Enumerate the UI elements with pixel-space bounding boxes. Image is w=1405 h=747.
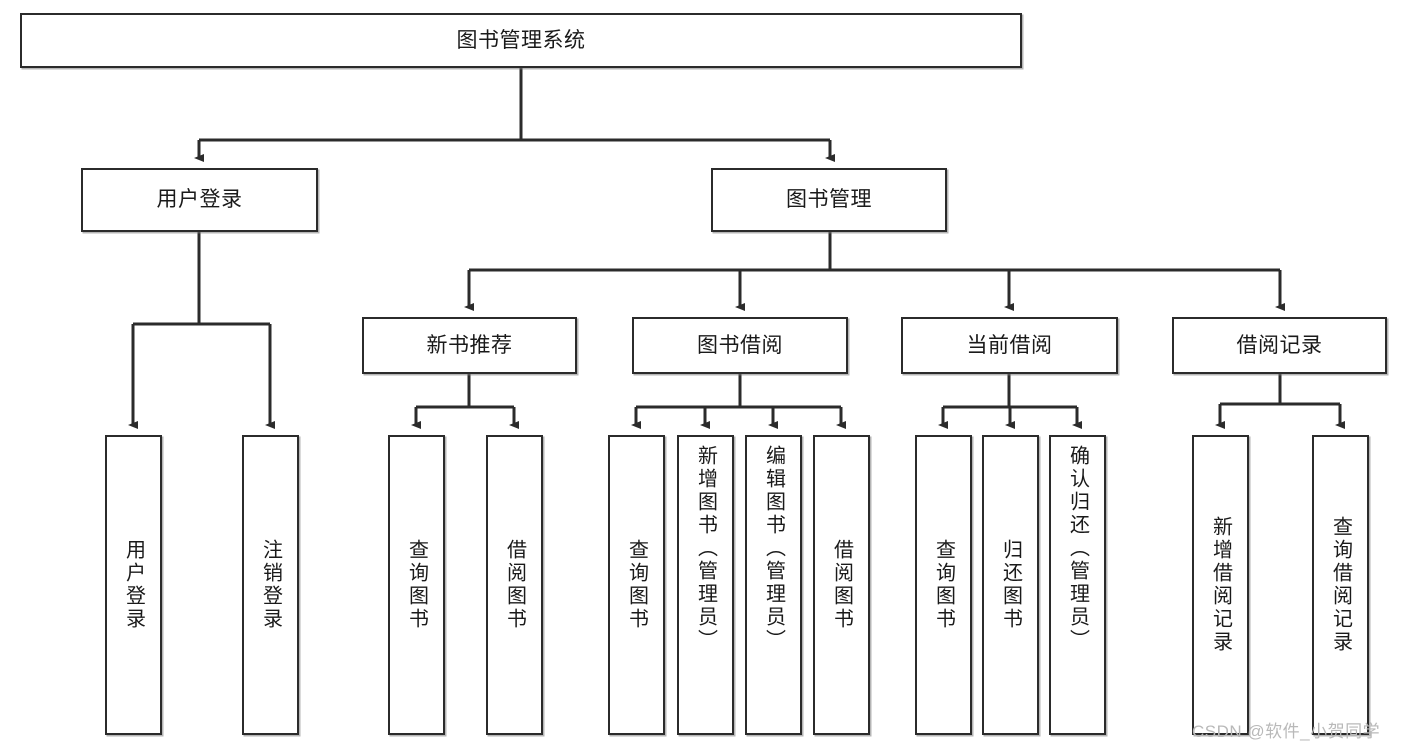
node-leaf-add-record[interactable]: 新增借阅记录 xyxy=(1192,435,1249,735)
node-book-management[interactable]: 图书管理 xyxy=(711,168,947,232)
node-leaf-edit-book[interactable]: 编辑图书（管理员） xyxy=(745,435,802,735)
node-leaf-confirm-return-label: 确认归还（管理员） xyxy=(1066,445,1089,652)
node-leaf-add-book-label: 新增图书（管理员） xyxy=(694,445,717,652)
node-borrow-record[interactable]: 借阅记录 xyxy=(1172,317,1387,374)
node-leaf-logout-label: 注销登录 xyxy=(259,539,282,631)
node-leaf-query-book-3-label: 查询图书 xyxy=(932,539,955,631)
node-borrow-record-label: 借阅记录 xyxy=(1236,333,1323,357)
node-leaf-logout[interactable]: 注销登录 xyxy=(242,435,299,735)
node-leaf-query-book-2-label: 查询图书 xyxy=(625,539,648,631)
node-user-login[interactable]: 用户登录 xyxy=(81,168,318,232)
node-leaf-query-book-2[interactable]: 查询图书 xyxy=(608,435,665,735)
node-user-login-label: 用户登录 xyxy=(156,188,243,212)
node-leaf-query-record[interactable]: 查询借阅记录 xyxy=(1312,435,1369,735)
node-leaf-user-login-label: 用户登录 xyxy=(122,539,145,631)
node-new-book-recommend-label: 新书推荐 xyxy=(426,333,513,357)
node-book-management-label: 图书管理 xyxy=(786,188,872,212)
node-current-borrow-label: 当前借阅 xyxy=(966,333,1053,357)
node-leaf-return-book[interactable]: 归还图书 xyxy=(982,435,1039,735)
node-leaf-query-record-label: 查询借阅记录 xyxy=(1329,516,1352,654)
node-book-borrow-label: 图书借阅 xyxy=(697,333,783,357)
node-root-label: 图书管理系统 xyxy=(456,28,586,52)
node-root[interactable]: 图书管理系统 xyxy=(20,13,1022,68)
node-leaf-borrow-book-1[interactable]: 借阅图书 xyxy=(486,435,543,735)
node-leaf-user-login[interactable]: 用户登录 xyxy=(105,435,162,735)
node-book-borrow[interactable]: 图书借阅 xyxy=(632,317,848,374)
csdn-watermark: CSDN @软件_小贺同学 xyxy=(1192,722,1381,741)
node-current-borrow[interactable]: 当前借阅 xyxy=(901,317,1118,374)
node-leaf-return-book-label: 归还图书 xyxy=(999,539,1022,631)
node-leaf-add-book[interactable]: 新增图书（管理员） xyxy=(677,435,734,735)
node-new-book-recommend[interactable]: 新书推荐 xyxy=(362,317,577,374)
node-leaf-borrow-book-2[interactable]: 借阅图书 xyxy=(813,435,870,735)
node-leaf-edit-book-label: 编辑图书（管理员） xyxy=(762,445,785,652)
node-leaf-confirm-return[interactable]: 确认归还（管理员） xyxy=(1049,435,1106,735)
node-leaf-borrow-book-1-label: 借阅图书 xyxy=(503,539,526,631)
node-leaf-borrow-book-2-label: 借阅图书 xyxy=(830,539,853,631)
node-leaf-query-book-1[interactable]: 查询图书 xyxy=(388,435,445,735)
node-leaf-query-book-1-label: 查询图书 xyxy=(405,539,428,631)
node-leaf-query-book-3[interactable]: 查询图书 xyxy=(915,435,972,735)
node-leaf-add-record-label: 新增借阅记录 xyxy=(1209,516,1232,654)
